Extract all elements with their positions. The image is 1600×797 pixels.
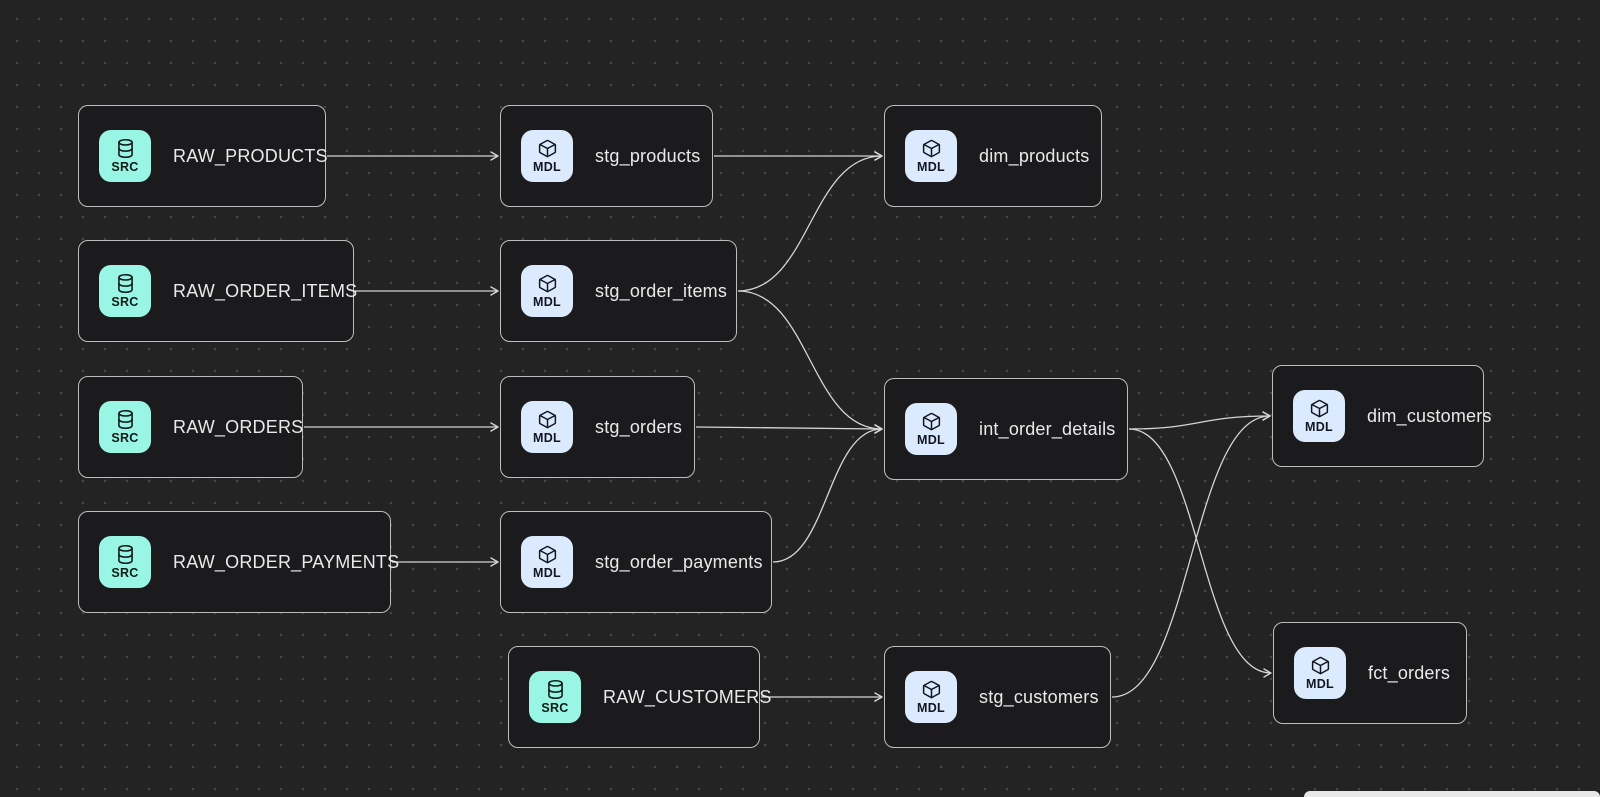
source-type-badge: SRC	[99, 536, 151, 588]
cube-icon	[537, 409, 558, 430]
node-label: stg_order_items	[595, 280, 728, 301]
badge-label: SRC	[111, 160, 139, 175]
badge-label: MDL	[533, 431, 561, 446]
model-type-badge: MDL	[1293, 390, 1345, 442]
model-type-badge: MDL	[521, 401, 573, 453]
edge-stg_order_items-to-dim_products[interactable]	[737, 151, 883, 292]
node-label: int_order_details	[979, 418, 1116, 439]
edge-int_order_details-to-dim_customers[interactable]	[1128, 411, 1271, 430]
database-icon	[115, 409, 136, 430]
database-icon	[115, 138, 136, 159]
node-label: dim_customers	[1367, 405, 1492, 426]
database-icon	[115, 544, 136, 565]
cube-icon	[1309, 398, 1330, 419]
badge-label: MDL	[917, 433, 945, 448]
edge-stg_customers-to-dim_customers[interactable]	[1111, 411, 1271, 698]
model-type-badge: MDL	[521, 536, 573, 588]
node-stg_order_payments[interactable]: MDL stg_order_payments	[500, 511, 772, 613]
node-fct_orders[interactable]: MDL fct_orders	[1273, 622, 1467, 724]
node-raw_orders[interactable]: SRC RAW_ORDERS	[78, 376, 303, 478]
node-label: stg_order_payments	[595, 551, 763, 572]
source-type-badge: SRC	[529, 671, 581, 723]
model-type-badge: MDL	[905, 671, 957, 723]
cube-icon	[537, 273, 558, 294]
source-type-badge: SRC	[99, 401, 151, 453]
edge-stg_orders-to-int_order_details[interactable]	[695, 424, 883, 434]
node-label: dim_products	[979, 145, 1090, 166]
node-raw_order_items[interactable]: SRC RAW_ORDER_ITEMS	[78, 240, 358, 342]
node-dim_customers[interactable]: MDL dim_customers	[1272, 365, 1491, 467]
node-raw_order_payments[interactable]: SRC RAW_ORDER_PAYMENTS	[78, 511, 399, 613]
badge-label: MDL	[917, 701, 945, 716]
cube-icon	[921, 411, 942, 432]
cube-icon	[1310, 655, 1331, 676]
cube-icon	[537, 138, 558, 159]
badge-label: SRC	[111, 566, 139, 581]
database-icon	[545, 679, 566, 700]
model-type-badge: MDL	[521, 130, 573, 182]
model-type-badge: MDL	[905, 403, 957, 455]
database-icon	[115, 273, 136, 294]
source-type-badge: SRC	[99, 265, 151, 317]
node-raw_customers[interactable]: SRC RAW_CUSTOMERS	[508, 646, 771, 748]
model-type-badge: MDL	[521, 265, 573, 317]
node-label: stg_products	[595, 145, 701, 166]
cube-icon	[921, 679, 942, 700]
node-dim_products[interactable]: MDL dim_products	[884, 105, 1102, 207]
node-label: fct_orders	[1368, 662, 1451, 683]
node-label: stg_orders	[595, 416, 683, 437]
cube-icon	[537, 544, 558, 565]
badge-label: MDL	[917, 160, 945, 175]
edge-int_order_details-to-fct_orders[interactable]	[1128, 428, 1272, 678]
model-type-badge: MDL	[905, 130, 957, 182]
node-label: RAW_PRODUCTS	[173, 145, 328, 166]
node-stg_customers[interactable]: MDL stg_customers	[884, 646, 1111, 748]
badge-label: SRC	[541, 701, 569, 716]
source-type-badge: SRC	[99, 130, 151, 182]
node-stg_orders[interactable]: MDL stg_orders	[500, 376, 695, 478]
minimap-panel[interactable]	[1304, 791, 1600, 797]
badge-label: MDL	[1306, 677, 1334, 692]
badge-label: SRC	[111, 295, 139, 310]
badge-label: SRC	[111, 431, 139, 446]
node-raw_products[interactable]: SRC RAW_PRODUCTS	[78, 105, 328, 207]
node-label: RAW_ORDER_ITEMS	[173, 280, 358, 301]
node-stg_order_items[interactable]: MDL stg_order_items	[500, 240, 737, 342]
model-type-badge: MDL	[1294, 647, 1346, 699]
node-label: RAW_ORDER_PAYMENTS	[173, 551, 400, 572]
node-label: RAW_ORDERS	[173, 416, 304, 437]
badge-label: MDL	[533, 295, 561, 310]
edge-stg_order_payments-to-int_order_details[interactable]	[772, 424, 883, 563]
cube-icon	[921, 138, 942, 159]
node-stg_products[interactable]: MDL stg_products	[500, 105, 713, 207]
badge-label: MDL	[533, 566, 561, 581]
badge-label: MDL	[1305, 420, 1333, 435]
node-label: stg_customers	[979, 686, 1099, 707]
node-label: RAW_CUSTOMERS	[603, 686, 772, 707]
node-int_order_details[interactable]: MDL int_order_details	[884, 378, 1128, 480]
badge-label: MDL	[533, 160, 561, 175]
edge-stg_order_items-to-int_order_details[interactable]	[737, 290, 883, 434]
